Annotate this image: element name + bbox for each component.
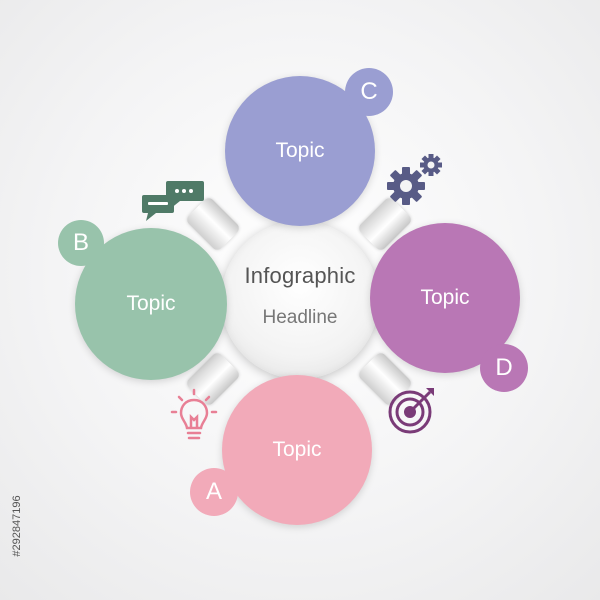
topic-c-label: Topic xyxy=(275,139,325,162)
topic-d-letter: D xyxy=(495,354,513,381)
topic-a-letter: A xyxy=(205,478,222,505)
topic-a-label: Topic xyxy=(272,438,322,461)
center-hub xyxy=(221,221,379,379)
center-title: Infographic xyxy=(244,263,356,288)
center-subtitle: Headline xyxy=(262,307,338,328)
lightbulb-icon xyxy=(170,388,218,440)
target-icon xyxy=(388,388,434,434)
chat-bubbles-icon xyxy=(142,181,204,221)
stock-id-label: #292847196 xyxy=(11,495,23,557)
topic-b-label: Topic xyxy=(126,292,176,315)
topic-d-label: Topic xyxy=(420,286,470,309)
topic-d-badge: D xyxy=(480,344,528,392)
gears-icon xyxy=(387,154,442,205)
topic-b-letter: B xyxy=(72,229,89,256)
topic-c-badge: C xyxy=(345,68,393,116)
topic-a-badge: A xyxy=(190,468,238,516)
topic-c-letter: C xyxy=(360,78,378,105)
topic-b-badge: B xyxy=(58,220,104,266)
topic-a-circle[interactable]: Topic xyxy=(222,375,372,525)
